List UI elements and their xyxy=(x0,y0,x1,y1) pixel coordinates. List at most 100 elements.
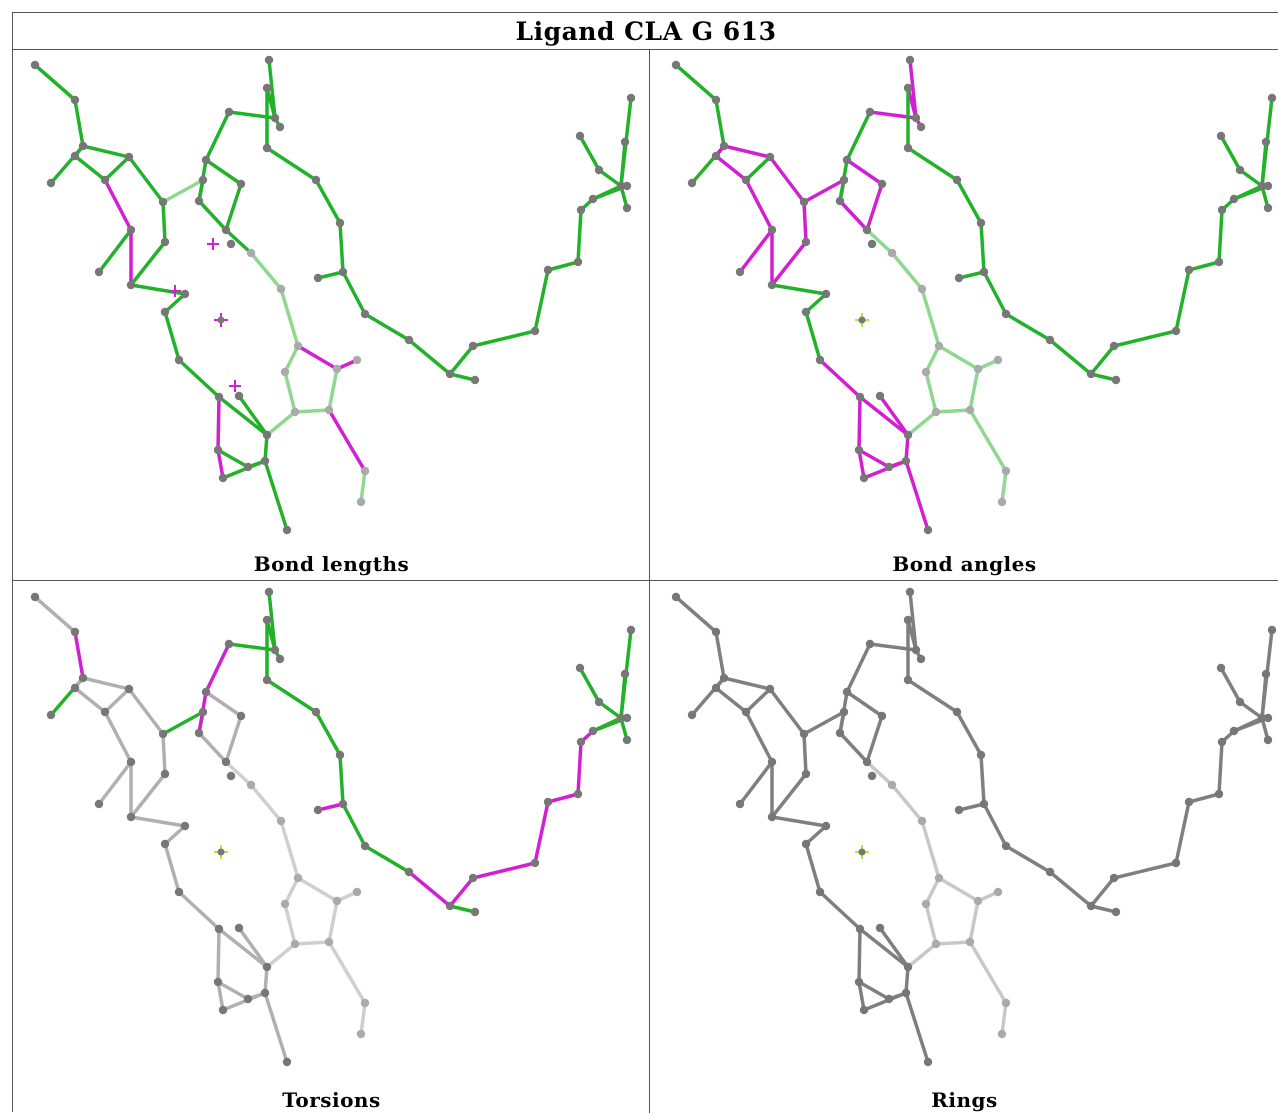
atom xyxy=(839,175,849,185)
atom xyxy=(126,757,136,767)
bond xyxy=(283,902,297,946)
atom xyxy=(859,1005,869,1015)
atom xyxy=(867,239,877,249)
atom xyxy=(1001,998,1011,1008)
bond xyxy=(845,158,884,186)
atom xyxy=(1184,265,1194,275)
atom xyxy=(719,141,729,151)
bond xyxy=(1238,168,1264,188)
bond xyxy=(1048,870,1093,908)
bond xyxy=(249,251,283,291)
bond xyxy=(237,926,269,969)
atom xyxy=(293,873,303,883)
bond xyxy=(818,358,862,399)
bond xyxy=(177,890,221,931)
atom xyxy=(931,939,941,949)
atom xyxy=(993,355,1003,365)
panel-torsions: Torsions xyxy=(13,580,650,1113)
bond xyxy=(204,158,243,186)
bond xyxy=(216,395,221,452)
panel-bond-angles: Bond angles xyxy=(650,50,1278,580)
atom xyxy=(835,196,845,206)
atom xyxy=(1214,257,1224,267)
bond xyxy=(338,753,345,806)
atom xyxy=(973,896,983,906)
atom xyxy=(1263,735,1273,745)
atom xyxy=(293,341,303,351)
bond xyxy=(804,842,822,894)
bond xyxy=(845,110,872,162)
bond xyxy=(216,980,225,1012)
atom xyxy=(282,1057,292,1067)
atom xyxy=(1235,697,1245,707)
atom xyxy=(916,654,926,664)
atom xyxy=(965,405,975,415)
rings-molecule xyxy=(671,587,1277,1067)
bond xyxy=(316,270,345,280)
bond xyxy=(204,690,243,718)
atom xyxy=(905,587,915,597)
atom xyxy=(1267,625,1277,635)
atom xyxy=(620,137,630,147)
atom xyxy=(78,141,88,151)
atom xyxy=(903,615,913,625)
bond xyxy=(802,732,808,776)
bond xyxy=(1089,372,1118,382)
bond xyxy=(578,666,601,704)
bond xyxy=(127,687,165,736)
bond xyxy=(314,710,342,757)
bond xyxy=(804,824,828,846)
atom xyxy=(865,107,875,117)
bond xyxy=(845,690,884,718)
bond xyxy=(818,890,862,931)
bond xyxy=(937,876,980,903)
bond xyxy=(890,251,924,291)
bond xyxy=(906,410,938,437)
bond xyxy=(103,687,131,714)
bond xyxy=(296,344,339,371)
bond xyxy=(263,991,289,1064)
atom xyxy=(887,248,897,258)
bond xyxy=(955,178,983,225)
bond xyxy=(857,395,862,452)
atom xyxy=(1171,858,1181,868)
bond xyxy=(1217,208,1224,264)
bond xyxy=(878,394,910,437)
atom xyxy=(1001,466,1011,476)
bond xyxy=(858,395,910,437)
atom xyxy=(214,392,224,402)
bond xyxy=(263,433,269,463)
atom xyxy=(445,369,455,379)
atom xyxy=(1263,203,1273,213)
bond xyxy=(865,760,894,787)
atom xyxy=(30,592,40,602)
atom xyxy=(360,466,370,476)
atom xyxy=(194,728,204,738)
atom xyxy=(934,873,944,883)
atom xyxy=(976,750,986,760)
bond xyxy=(161,710,205,736)
metal-center xyxy=(214,845,228,859)
bond xyxy=(744,178,774,232)
atom xyxy=(903,962,913,972)
bond xyxy=(338,221,345,274)
bond xyxy=(714,98,726,148)
bond xyxy=(263,459,289,532)
atom xyxy=(1229,194,1239,204)
bond xyxy=(674,595,718,634)
bond xyxy=(906,146,959,182)
atom xyxy=(124,152,134,162)
bond xyxy=(934,408,972,414)
bond xyxy=(838,199,869,232)
atom xyxy=(226,239,236,249)
atom xyxy=(70,683,80,693)
atom xyxy=(158,197,168,207)
bond xyxy=(216,448,250,469)
bond xyxy=(904,433,910,463)
bond xyxy=(293,940,331,946)
panel-caption: Bond angles xyxy=(892,552,1037,576)
bond xyxy=(1187,792,1221,804)
atom xyxy=(835,728,845,738)
atom xyxy=(1001,841,1011,851)
bond xyxy=(1238,700,1264,720)
